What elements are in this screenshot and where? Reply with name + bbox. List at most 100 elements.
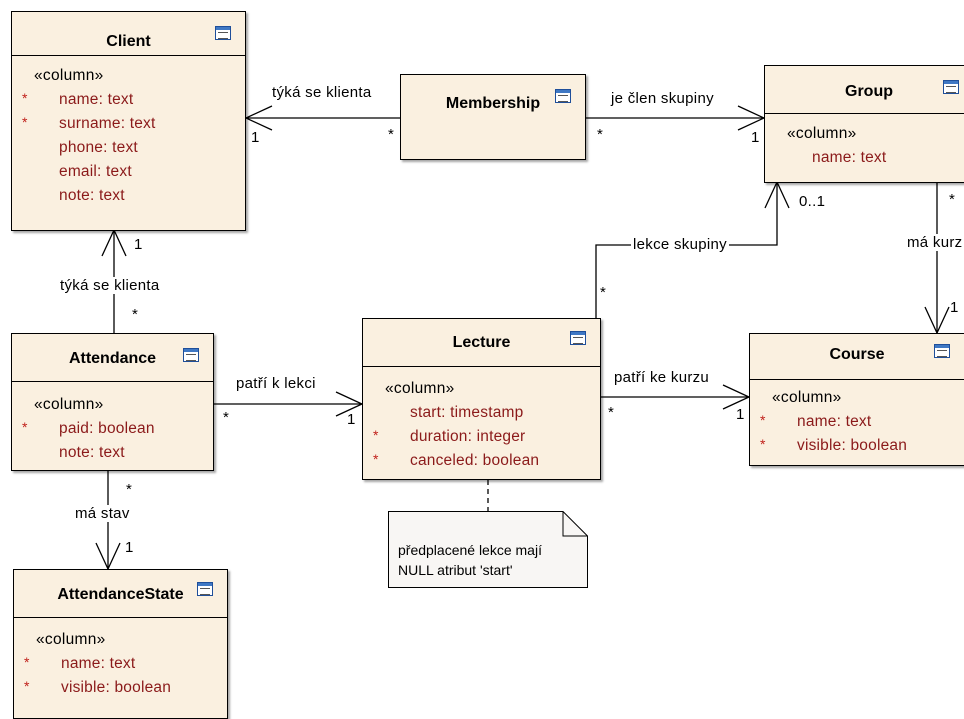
attribute-row: * visible: boolean [14,676,227,700]
required-marker: * [24,654,30,670]
required-marker: * [760,412,766,428]
note-shape [388,511,588,588]
attribute-row: *name: text [14,652,227,676]
class-group[interactable]: Group «column» name: text [764,65,964,183]
class-client[interactable]: Client «column» * name: text * surname: te… [11,11,246,231]
note-line: předplacené lekce mají [398,542,542,558]
multiplicity: * [388,126,395,143]
class-name: AttendanceState [57,586,184,603]
multiplicity: * [600,284,607,301]
class-name: Membership [445,95,541,112]
attribute-row: note: text [12,184,245,208]
attribute-text: email: text [59,163,132,180]
multiplicity: 1 [736,406,745,423]
attribute-row: * paid: boolean [12,417,213,441]
stereotype: «column» [36,631,106,648]
multiplicity: 1 [347,411,356,428]
multiplicity: * [949,191,956,208]
attribute-row: name: text [765,146,964,170]
attribute-text: surname: text [59,115,156,132]
class-course[interactable]: Course «column» *name: text *visible: bo… [749,333,964,466]
required-marker: * [373,451,379,467]
multiplicity: * [608,404,615,421]
class-body: «column» *name: text *visible: boolean [750,380,964,458]
class-header: Client [12,12,245,56]
required-marker: * [22,90,28,106]
attribute-row: * canceled: boolean [363,449,600,473]
attribute-text: note: text [59,187,125,204]
class-body: «column» *name: text * visible: boolean [14,618,227,700]
class-membership[interactable]: Membership [400,74,586,160]
attribute-row: * surname: text [12,112,245,136]
multiplicity: 0..1 [799,193,826,210]
assoc-label: má kurz [905,234,964,251]
class-icon [943,80,959,94]
stereotype: «column» [34,67,104,84]
attribute-row: * visible: boolean [750,434,964,458]
attribute-row: * name: text [750,410,964,434]
attribute-text: visible: boolean [61,679,172,696]
attribute-row: email: text [12,160,245,184]
attribute-text: phone: text [59,139,138,156]
class-lecture[interactable]: Lecture «column» start: timestamp *durat… [362,318,601,480]
class-body: «column» * paid: boolean note: text [12,382,213,465]
arrowhead [244,105,273,131]
assoc-label: je člen skupiny [611,90,714,107]
class-attendance-state[interactable]: AttendanceState «column» *name: text * vi… [13,569,228,719]
note-text: předplacené lekce mají NULL atribut 'sta… [398,540,542,580]
multiplicity: * [597,126,604,143]
attribute-row: note: text [12,441,213,465]
stereotype: «column» [34,396,104,413]
required-marker: * [373,427,379,443]
attribute-row: start: timestamp [363,401,600,425]
attribute-text: canceled: boolean [410,452,540,469]
assoc-label: týká se klienta [60,277,160,294]
required-marker: * [22,419,28,435]
note-line: NULL atribut 'start' [398,562,513,578]
stereotype: «column» [385,380,455,397]
assoc-label: patří ke kurzu [614,369,710,386]
required-marker: * [24,678,30,694]
multiplicity: 1 [134,236,143,253]
class-icon [183,348,199,362]
class-header: AttendanceState [14,570,227,618]
class-icon [934,344,950,358]
class-name: Course [829,346,885,363]
note[interactable]: předplacené lekce mají NULL atribut 'sta… [388,511,588,588]
attribute-text: name: text [59,91,134,108]
class-icon [197,582,213,596]
assoc-label: má stav [75,505,130,522]
attribute-text: name: text [812,149,887,166]
class-body: «column» * name: text * surname: text phon… [12,56,245,208]
class-icon [215,26,231,40]
attribute-text: start: timestamp [410,404,524,421]
assoc-label: týká se klienta [272,84,372,101]
class-name: Attendance [68,350,157,367]
class-icon [570,331,586,345]
class-name: Group [845,83,893,100]
class-body: «column» name: text [765,114,964,170]
attribute-text: note: text [59,444,125,461]
class-attendance[interactable]: Attendance «column» * paid: boolean note:… [11,333,214,471]
multiplicity: 1 [751,129,760,146]
multiplicity: 1 [950,299,959,316]
class-name: Lecture [452,334,511,351]
attribute-row: phone: text [12,136,245,160]
stereotype: «column» [787,125,857,142]
attribute-row: * name: text [12,88,245,112]
multiplicity: * [223,409,230,426]
attribute-text: paid: boolean [59,420,155,437]
multiplicity: * [126,481,133,498]
class-header: Group [765,66,964,114]
required-marker: * [760,436,766,452]
multiplicity: 1 [251,129,260,146]
multiplicity: * [132,306,139,323]
attribute-text: visible: boolean [797,437,908,454]
assoc-label: patří k lekci [236,375,316,392]
required-marker: * [22,114,28,130]
class-header: Lecture [363,319,600,367]
attribute-text: name: text [797,413,872,430]
class-body: «column» start: timestamp *duration: int… [363,367,600,473]
class-header: Course [750,334,964,380]
class-name: Client [106,33,151,50]
